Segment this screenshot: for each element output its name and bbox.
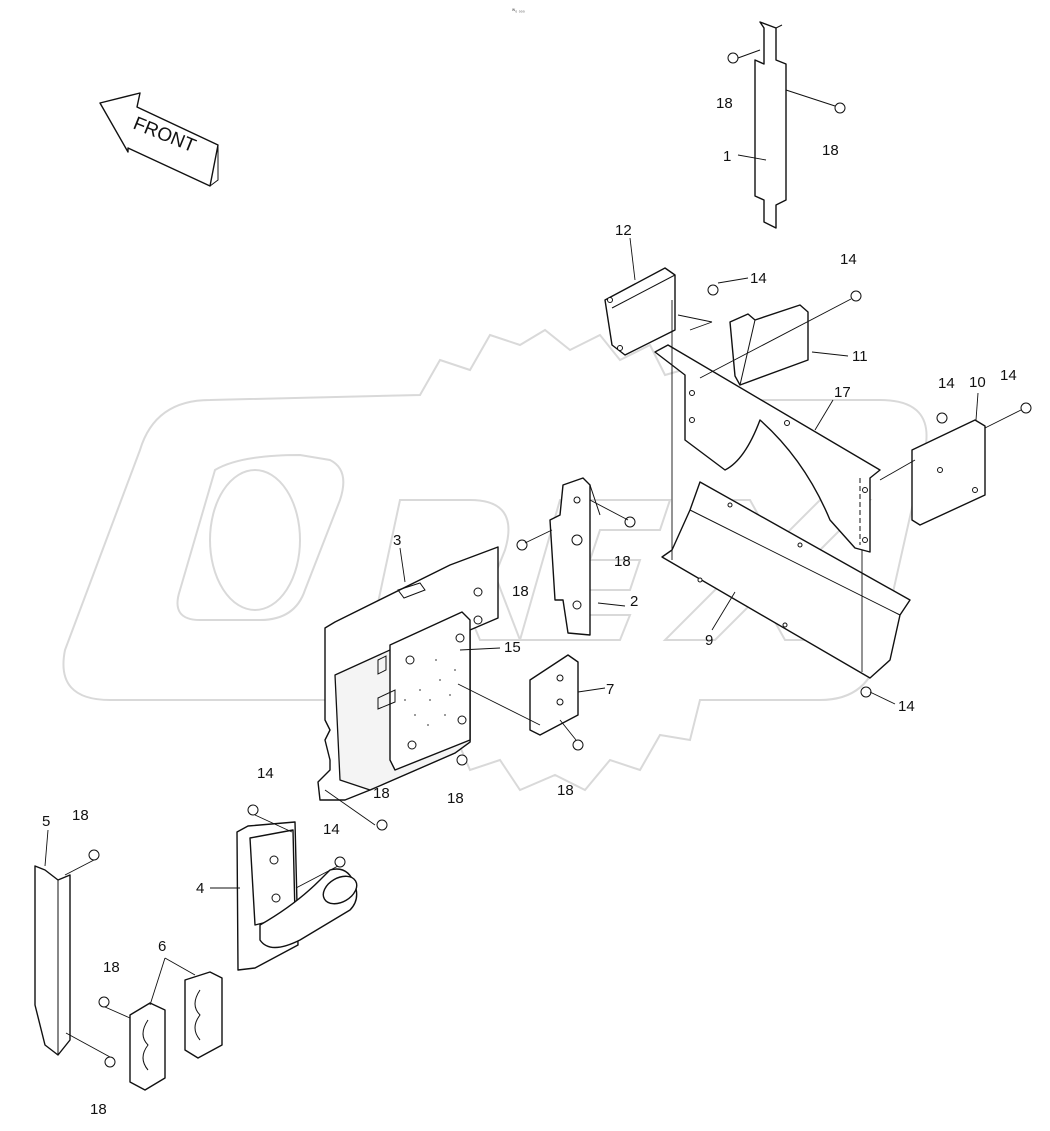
- bolt-icon: [334, 856, 346, 868]
- callout-4: 4: [196, 880, 204, 897]
- callout-18: 18: [614, 553, 631, 570]
- part-10-side-plate: [911, 419, 986, 526]
- insulation-texture-dots: [404, 659, 456, 726]
- callout-18: 18: [512, 583, 529, 600]
- bolt-icon: [456, 754, 468, 766]
- callout-14: 14: [1000, 367, 1017, 384]
- callout-14: 14: [750, 270, 767, 287]
- part-7-small-plate: [529, 654, 579, 736]
- bolt-icon: [376, 819, 388, 831]
- callout-17: 17: [834, 384, 851, 401]
- bolt-icon: [104, 1056, 116, 1068]
- bolt-icon: [88, 849, 100, 861]
- callout-14: 14: [257, 765, 274, 782]
- callout-18: 18: [90, 1101, 107, 1118]
- bolt-icon: [624, 516, 636, 528]
- part-2-column-bracket: [549, 477, 601, 636]
- callout-12: 12: [615, 222, 632, 239]
- bolt-icon: [247, 804, 259, 816]
- callout-18: 18: [103, 959, 120, 976]
- front-direction-arrow: FRONT: [99, 92, 219, 187]
- part-1-vertical-bracket: [754, 21, 787, 229]
- callout-10: 10: [969, 374, 986, 391]
- assembly-lines: [64, 300, 916, 1058]
- callout-18: 18: [72, 807, 89, 824]
- bolt-icon: [785, 89, 846, 114]
- callout-18: 18: [822, 142, 839, 159]
- bolt-icon: [699, 290, 862, 379]
- part-3-main-housing: [317, 546, 499, 801]
- part-6-clamp-blocks: [129, 971, 223, 1091]
- callout-18: 18: [447, 790, 464, 807]
- part-9-bottom-tray: [661, 481, 911, 679]
- bolt-icon: [572, 739, 584, 751]
- part-17-large-panel: [654, 344, 881, 553]
- callout-5: 5: [42, 813, 50, 830]
- bolt-icon: [936, 412, 948, 424]
- callout-18: 18: [557, 782, 574, 799]
- callout-labels: 1 2 3 4 5 6 7 9 10 11 12 14 14 14 14 14 …: [42, 95, 1017, 1118]
- bolt-icon: [984, 402, 1032, 429]
- part-4-duct-assembly: [236, 821, 358, 971]
- callout-14: 14: [323, 821, 340, 838]
- callout-9: 9: [705, 632, 713, 649]
- callout-11: 11: [852, 348, 868, 365]
- callout-1: 1: [723, 148, 731, 165]
- part-12-angle-bracket: [604, 267, 676, 356]
- callout-14: 14: [840, 251, 857, 268]
- callout-3: 3: [393, 532, 401, 549]
- part-11-bracket: [729, 304, 809, 386]
- callout-leaders: [44, 154, 979, 1006]
- bolt-icon: [860, 686, 872, 698]
- callout-18: 18: [716, 95, 733, 112]
- bolt-icon: [727, 49, 761, 64]
- bolt-icon: [98, 996, 110, 1008]
- bolt-icons: [88, 49, 1032, 1068]
- callout-2: 2: [630, 593, 638, 610]
- callout-18: 18: [373, 785, 390, 802]
- callout-14: 14: [938, 375, 955, 392]
- drawing-ref-code: ᵂ₀ ₀₀₀: [512, 8, 525, 14]
- bolt-icon: [707, 284, 719, 296]
- part-5-tall-bracket: [34, 865, 71, 1056]
- callout-14: 14: [898, 698, 915, 715]
- callout-15: 15: [504, 639, 521, 656]
- bolt-icon: [516, 539, 528, 551]
- callout-6: 6: [158, 938, 166, 955]
- callout-7: 7: [606, 681, 614, 698]
